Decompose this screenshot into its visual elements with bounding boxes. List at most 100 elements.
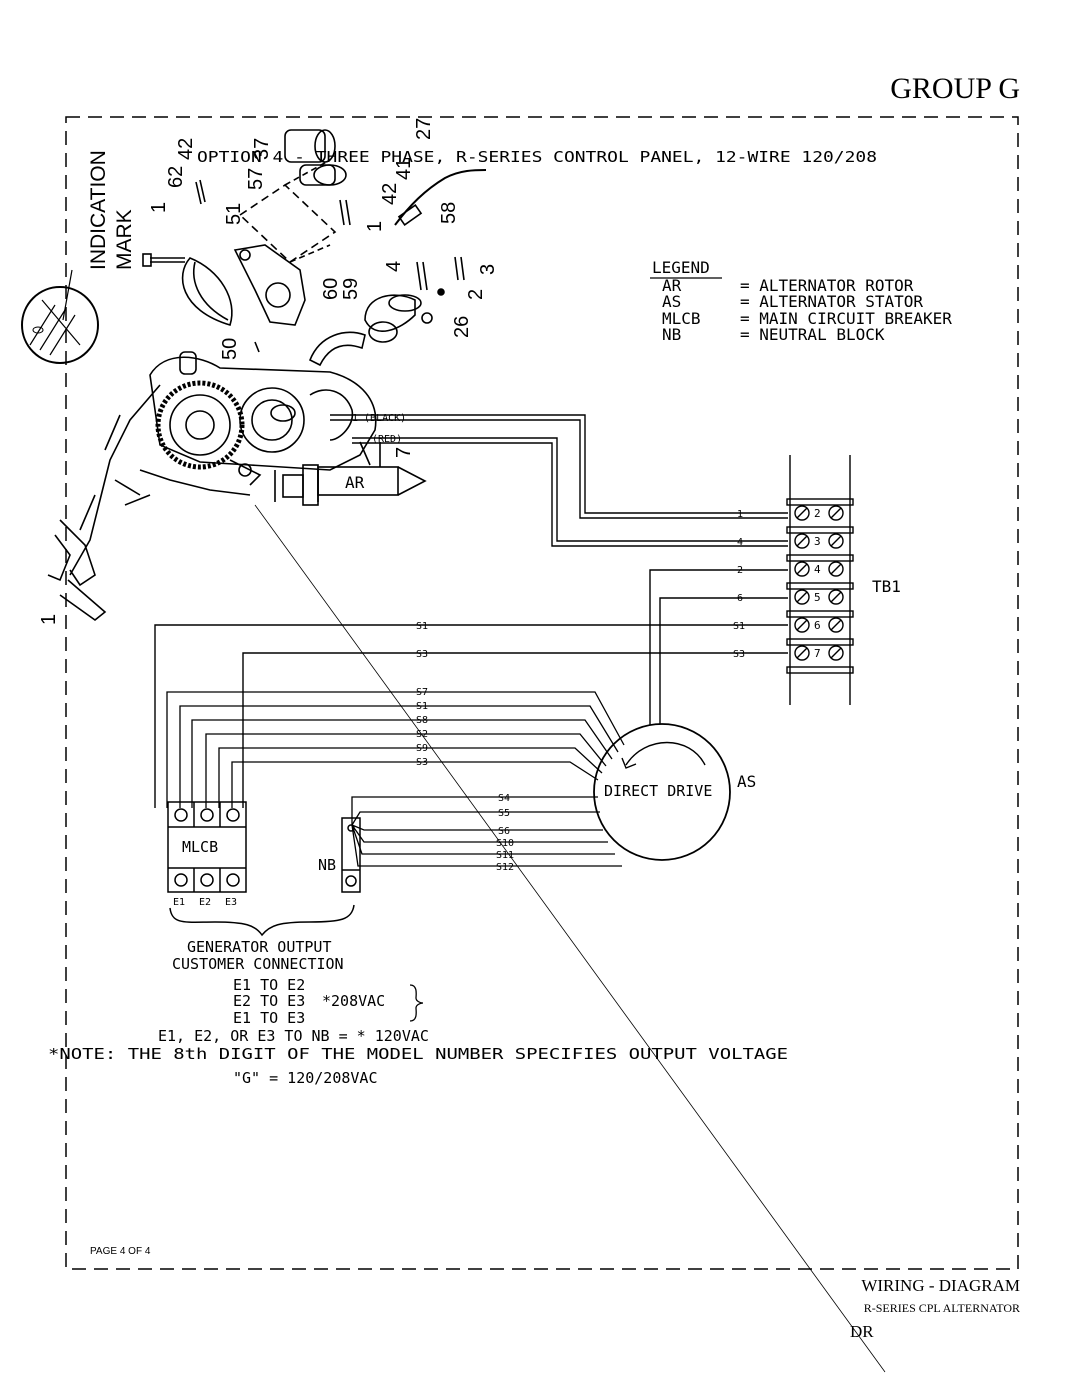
svg-text:3: 3 bbox=[477, 264, 499, 275]
svg-text:42: 42 bbox=[175, 138, 197, 160]
neutral-line: E1, E2, OR E3 TO NB = * 120VAC bbox=[158, 1027, 429, 1045]
wire-label-s12: S12 bbox=[496, 862, 514, 873]
wire-label-s1: S1 bbox=[416, 701, 428, 712]
svg-text:58: 58 bbox=[438, 202, 460, 224]
breaker-wires bbox=[166, 691, 625, 808]
wire-label-s6: S6 bbox=[498, 826, 510, 837]
voltage-note: *NOTE: THE 8th DIGIT OF THE MODEL NUMBER… bbox=[48, 1045, 788, 1063]
svg-text:37: 37 bbox=[251, 138, 273, 160]
svg-text:7: 7 bbox=[393, 447, 415, 458]
rotor-red-lead: (RED) bbox=[372, 434, 402, 445]
stator-tb1-wires bbox=[154, 569, 788, 808]
stator-label: AS bbox=[737, 772, 756, 791]
legend-desc-mlcb: = MAIN CIRCUIT BREAKER bbox=[740, 309, 952, 328]
legend-abbr-as: AS bbox=[662, 292, 681, 311]
output-heading-2: CUSTOMER CONNECTION bbox=[172, 955, 344, 973]
wire-label-s7: S7 bbox=[416, 687, 428, 698]
tb1-terminal-7: 7 bbox=[814, 647, 821, 660]
svg-text:57: 57 bbox=[245, 168, 267, 190]
neutral-wires bbox=[351, 796, 622, 867]
detail-bolt bbox=[32, 326, 44, 334]
svg-text:27: 27 bbox=[413, 118, 435, 140]
svg-text:1: 1 bbox=[364, 221, 386, 232]
legend-abbr-ar: AR bbox=[662, 276, 682, 295]
part-callouts: 37 42 62 57 1 51 60 59 58 3 4 2 26 50 7 … bbox=[38, 118, 499, 625]
tb1-terminal-3: 3 bbox=[814, 535, 821, 548]
page-number: PAGE 4 OF 4 bbox=[90, 1246, 151, 1257]
wire-label-s2: S2 bbox=[416, 729, 428, 740]
legend-desc-ar: = ALTERNATOR ROTOR bbox=[740, 276, 914, 295]
rotation-arrowhead bbox=[621, 757, 637, 769]
stator-as bbox=[593, 723, 731, 861]
nb-label: NB bbox=[318, 856, 336, 874]
wire-label-s4: S4 bbox=[498, 793, 510, 804]
rotor-wires bbox=[330, 414, 788, 542]
wire-label-1: 1 bbox=[737, 509, 743, 520]
panel-title: OPTION 4 - THREE PHASE, R-SERIES CONTROL… bbox=[197, 148, 877, 166]
wire-label-s10: S10 bbox=[496, 838, 514, 849]
mlcb-terminal-e3: E3 bbox=[225, 897, 237, 908]
svg-text:42: 42 bbox=[379, 183, 401, 205]
svg-text:60: 60 bbox=[320, 278, 342, 300]
footer-subtitle: R-SERIES CPL ALTERNATOR bbox=[863, 1301, 1020, 1315]
legend-desc-as: = ALTERNATOR STATOR bbox=[740, 292, 923, 311]
detail-hatch bbox=[29, 299, 81, 356]
neutral-block bbox=[341, 817, 361, 893]
svg-text:41: 41 bbox=[393, 158, 415, 180]
output-line-1: E1 TO E2 bbox=[233, 976, 305, 994]
terminal-block-tb1 bbox=[786, 455, 854, 705]
stator-text: DIRECT DRIVE bbox=[604, 782, 712, 800]
svg-text:51: 51 bbox=[223, 203, 245, 225]
group-heading: GROUP G bbox=[890, 72, 1020, 105]
svg-text:62: 62 bbox=[165, 166, 187, 188]
mlcb-terminal-e2: E2 bbox=[199, 897, 211, 908]
wire-label-s11: S11 bbox=[496, 850, 514, 861]
output-voltage: *208VAC bbox=[322, 992, 385, 1010]
tb1-terminal-6: 6 bbox=[814, 619, 821, 632]
tb1-label: TB1 bbox=[872, 577, 901, 596]
rotor-label: AR bbox=[345, 473, 365, 492]
indication-detail-circle bbox=[21, 286, 99, 364]
wire-label-s1-top: S1 bbox=[416, 621, 428, 632]
indication-leader bbox=[62, 269, 73, 321]
footer-title: WIRING - DIAGRAM bbox=[861, 1276, 1020, 1295]
drawing-border bbox=[65, 116, 1019, 1270]
exploded-parts-illustration bbox=[47, 129, 487, 622]
wire-label-s3-top: S3 bbox=[416, 649, 428, 660]
mlcb-label: MLCB bbox=[182, 838, 218, 856]
rotor-ar bbox=[317, 441, 427, 496]
svg-text:1: 1 bbox=[38, 614, 60, 625]
tb1-terminal-2: 2 bbox=[814, 507, 821, 520]
svg-text:INDICATION: INDICATION bbox=[87, 150, 110, 270]
mlcb-terminal-e1: E1 bbox=[173, 897, 185, 908]
wire-label-s5: S5 bbox=[498, 808, 510, 819]
wire-label-s9: S9 bbox=[416, 743, 428, 754]
rotor-black-lead: 1 (BLACK) bbox=[352, 413, 406, 424]
construction-line bbox=[254, 504, 886, 1373]
svg-text:50: 50 bbox=[219, 338, 241, 360]
svg-text:26: 26 bbox=[451, 316, 473, 338]
svg-text:2: 2 bbox=[465, 289, 487, 300]
output-heading-1: GENERATOR OUTPUT bbox=[187, 938, 332, 956]
svg-text:4: 4 bbox=[383, 261, 405, 272]
svg-text:MARK: MARK bbox=[113, 209, 136, 270]
wire-label-4: 4 bbox=[737, 537, 743, 548]
indication-mark: INDICATION MARK bbox=[87, 150, 136, 270]
wire-label-s3-tb: S3 bbox=[733, 649, 745, 660]
legend-title: LEGEND bbox=[652, 258, 710, 277]
svg-text:1: 1 bbox=[148, 202, 170, 213]
wire-label-s1-tb: S1 bbox=[733, 621, 745, 632]
output-line-2: E2 TO E3 bbox=[233, 992, 305, 1010]
wire-label-s8: S8 bbox=[416, 715, 428, 726]
main-circuit-breaker bbox=[167, 801, 247, 893]
output-line-3: E1 TO E3 bbox=[233, 1009, 305, 1027]
g-line: "G" = 120/208VAC bbox=[233, 1069, 378, 1087]
rotor-wire-pairs bbox=[330, 419, 788, 547]
legend-abbr-mlcb: MLCB bbox=[662, 309, 701, 328]
tb1-terminal-5: 5 bbox=[814, 591, 821, 604]
rotation-arrow bbox=[625, 741, 706, 766]
wire-label-s3: S3 bbox=[416, 757, 428, 768]
footer-code: DR bbox=[850, 1322, 874, 1341]
legend-abbr-nb: NB bbox=[662, 325, 681, 344]
